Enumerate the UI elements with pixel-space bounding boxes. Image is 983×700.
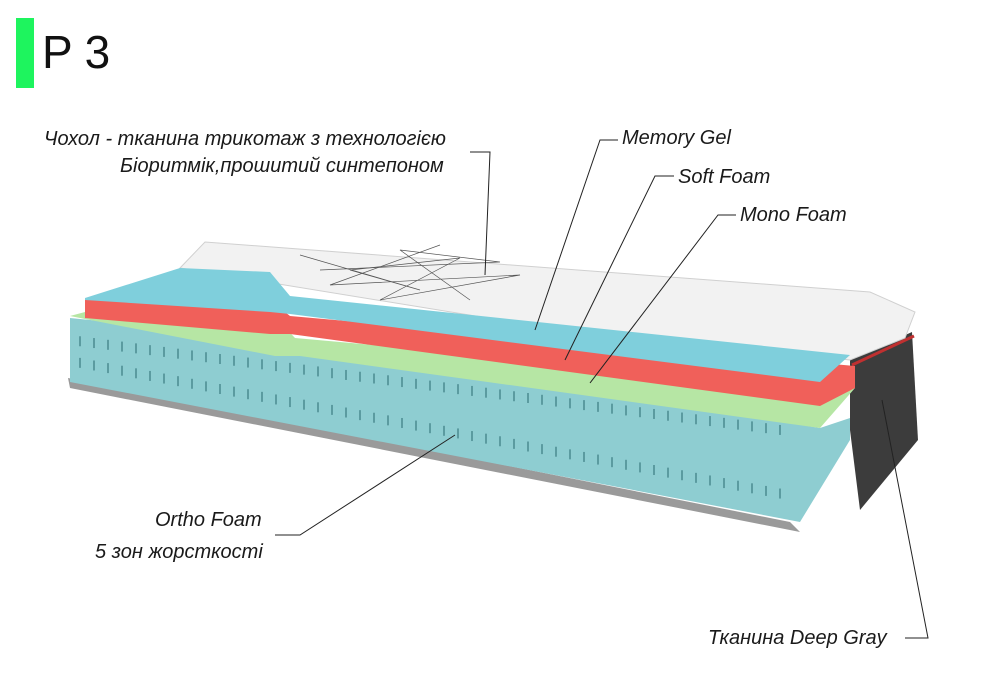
- mono-foam-layer: [70, 308, 855, 428]
- cover-label-line1: Чохол - тканина трикотаж з технологією: [44, 128, 446, 150]
- page-title: P 3: [42, 26, 111, 78]
- memory-gel-label: Memory Gel: [622, 127, 731, 149]
- ortho-zones-label: 5 зон жорсткості: [95, 541, 263, 563]
- leader-lines: [275, 139, 929, 639]
- ortho-foam-front: [70, 318, 850, 522]
- ortho-zone-slits: [79, 336, 781, 499]
- soft-foam-label: Soft Foam: [678, 166, 771, 188]
- cover-label-line2: Біоритмік,прошитий синтепоном: [120, 155, 444, 177]
- memory-gel-layer: [85, 268, 850, 382]
- accent-bar: [16, 18, 34, 88]
- deep-gray-side: [850, 332, 918, 510]
- ortho-foam-label: Ortho Foam: [155, 509, 262, 531]
- mono-foam-label: Mono Foam: [740, 204, 847, 226]
- soft-foam-layer: [85, 294, 855, 406]
- deep-gray-label: Тканина Deep Gray: [708, 627, 887, 649]
- cover-pattern: [299, 244, 521, 301]
